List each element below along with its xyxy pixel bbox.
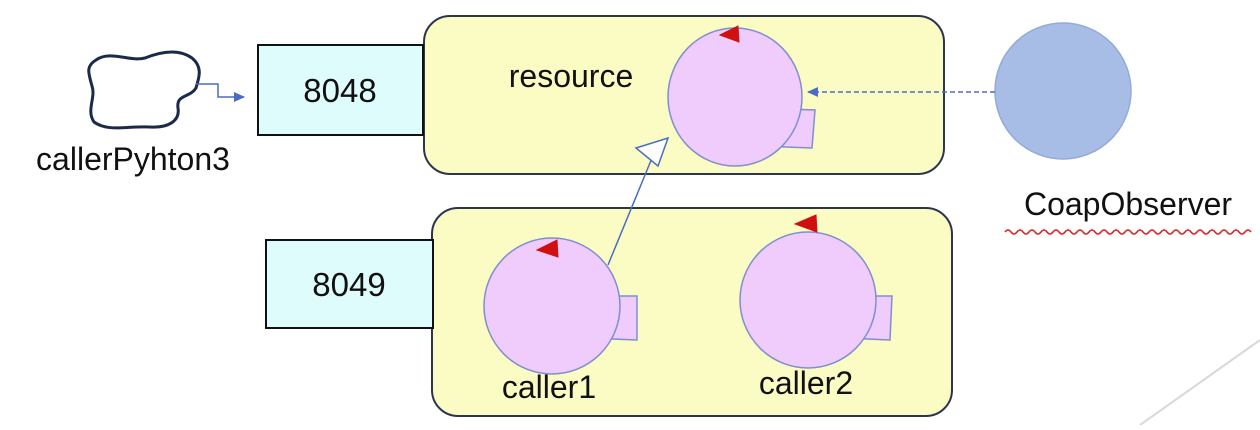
resource-label: resource bbox=[509, 58, 634, 94]
caller1-label: caller1 bbox=[502, 369, 596, 405]
caller1-arrowhead-icon bbox=[535, 239, 559, 258]
spellcheck-underline bbox=[1004, 229, 1252, 235]
port-label-8049: 8049 bbox=[312, 266, 385, 303]
caller1-to-resource-link bbox=[607, 157, 653, 266]
resource-actor-node bbox=[667, 25, 816, 167]
caller2-actor-node bbox=[739, 214, 893, 369]
port-label-8048: 8048 bbox=[303, 72, 376, 109]
cloud-to-port-connector bbox=[196, 83, 245, 102]
hollow-triangle-arrowhead-icon bbox=[634, 136, 670, 168]
caller2-arrowhead-icon bbox=[793, 214, 818, 233]
decorative-corner-line bbox=[1139, 339, 1260, 426]
caller-python-label: callerPyhton3 bbox=[36, 141, 230, 177]
coap-observer-node bbox=[994, 22, 1132, 160]
python-caller-cloud-icon bbox=[87, 50, 201, 130]
caller2-label: caller2 bbox=[759, 365, 853, 401]
port-box-8048: 8048 bbox=[257, 44, 424, 136]
caller1-actor-node bbox=[483, 237, 638, 375]
observer-label: CoapObserver bbox=[1024, 186, 1232, 222]
port-box-8049: 8049 bbox=[265, 239, 434, 329]
resource-arrowhead-icon bbox=[718, 25, 740, 43]
